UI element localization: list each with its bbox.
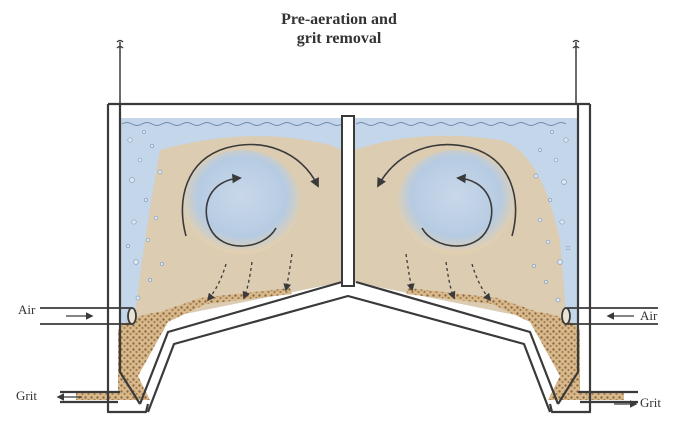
grit-outlet-label-left: Grit bbox=[16, 388, 37, 404]
right-grit-outlet-deposit bbox=[578, 392, 624, 400]
left-grit-outlet-deposit bbox=[76, 392, 122, 400]
air-inlet-label-right: Air bbox=[640, 308, 657, 324]
support-rods bbox=[117, 41, 579, 105]
air-inlet-pipes bbox=[40, 308, 658, 324]
diagram-title-line-1: Pre-aeration and bbox=[0, 10, 678, 29]
air-inlet-label-left: Air bbox=[18, 302, 35, 318]
centre-baffle bbox=[342, 116, 354, 286]
diagram-title-line-2: grit removal bbox=[0, 29, 678, 48]
grit-outlet-label-right: Grit bbox=[640, 395, 661, 411]
